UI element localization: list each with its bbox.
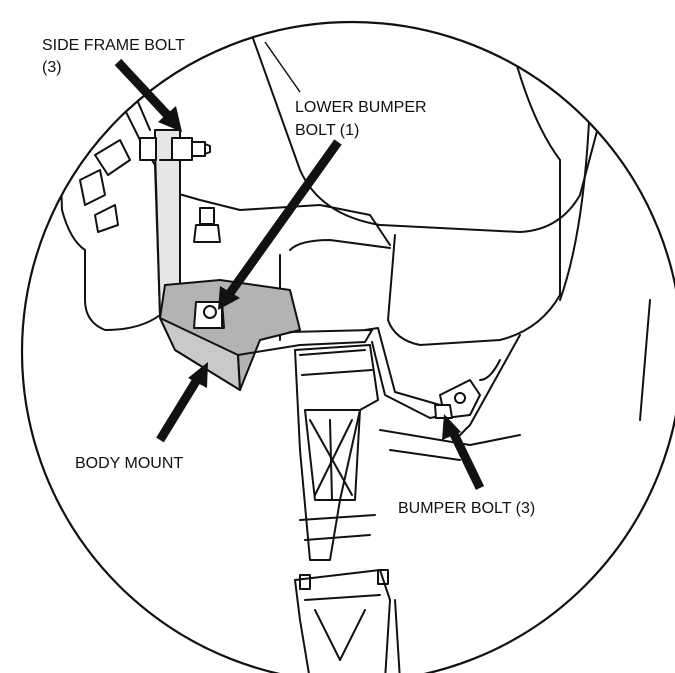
bumper-bolt-tab [434,379,481,419]
callout-labels: SIDE FRAME BOLT (3) LOWER BUMPER BOLT (1… [42,37,535,517]
tow-strut [294,344,391,673]
label-lower-bumper-bolt: LOWER BUMPER [295,99,427,116]
body-mount-arrow [156,362,208,443]
side-frame-bolt-arrow [114,58,182,132]
label-body-mount: BODY MOUNT [75,455,183,472]
label-bumper-bolt: BUMPER BOLT (3) [398,500,535,517]
upper-stud [193,207,221,243]
lens-circle [20,20,675,673]
callout-arrows [114,58,485,490]
lower-frame-lines [379,429,521,673]
label-side-frame-bolt: SIDE FRAME BOLT [42,37,185,54]
leader-line [264,41,301,93]
vehicle-body-shell [249,29,675,441]
bumper-bolt-arrow [442,414,485,490]
label-side-frame-bolt-count: (3) [42,59,62,76]
label-lower-bumper-bolt-count: BOLT (1) [295,122,359,139]
lower-bumper-bolt [193,301,225,329]
lower-bumper-bolt-arrow [218,139,342,310]
mechanical-illustration [59,29,675,673]
